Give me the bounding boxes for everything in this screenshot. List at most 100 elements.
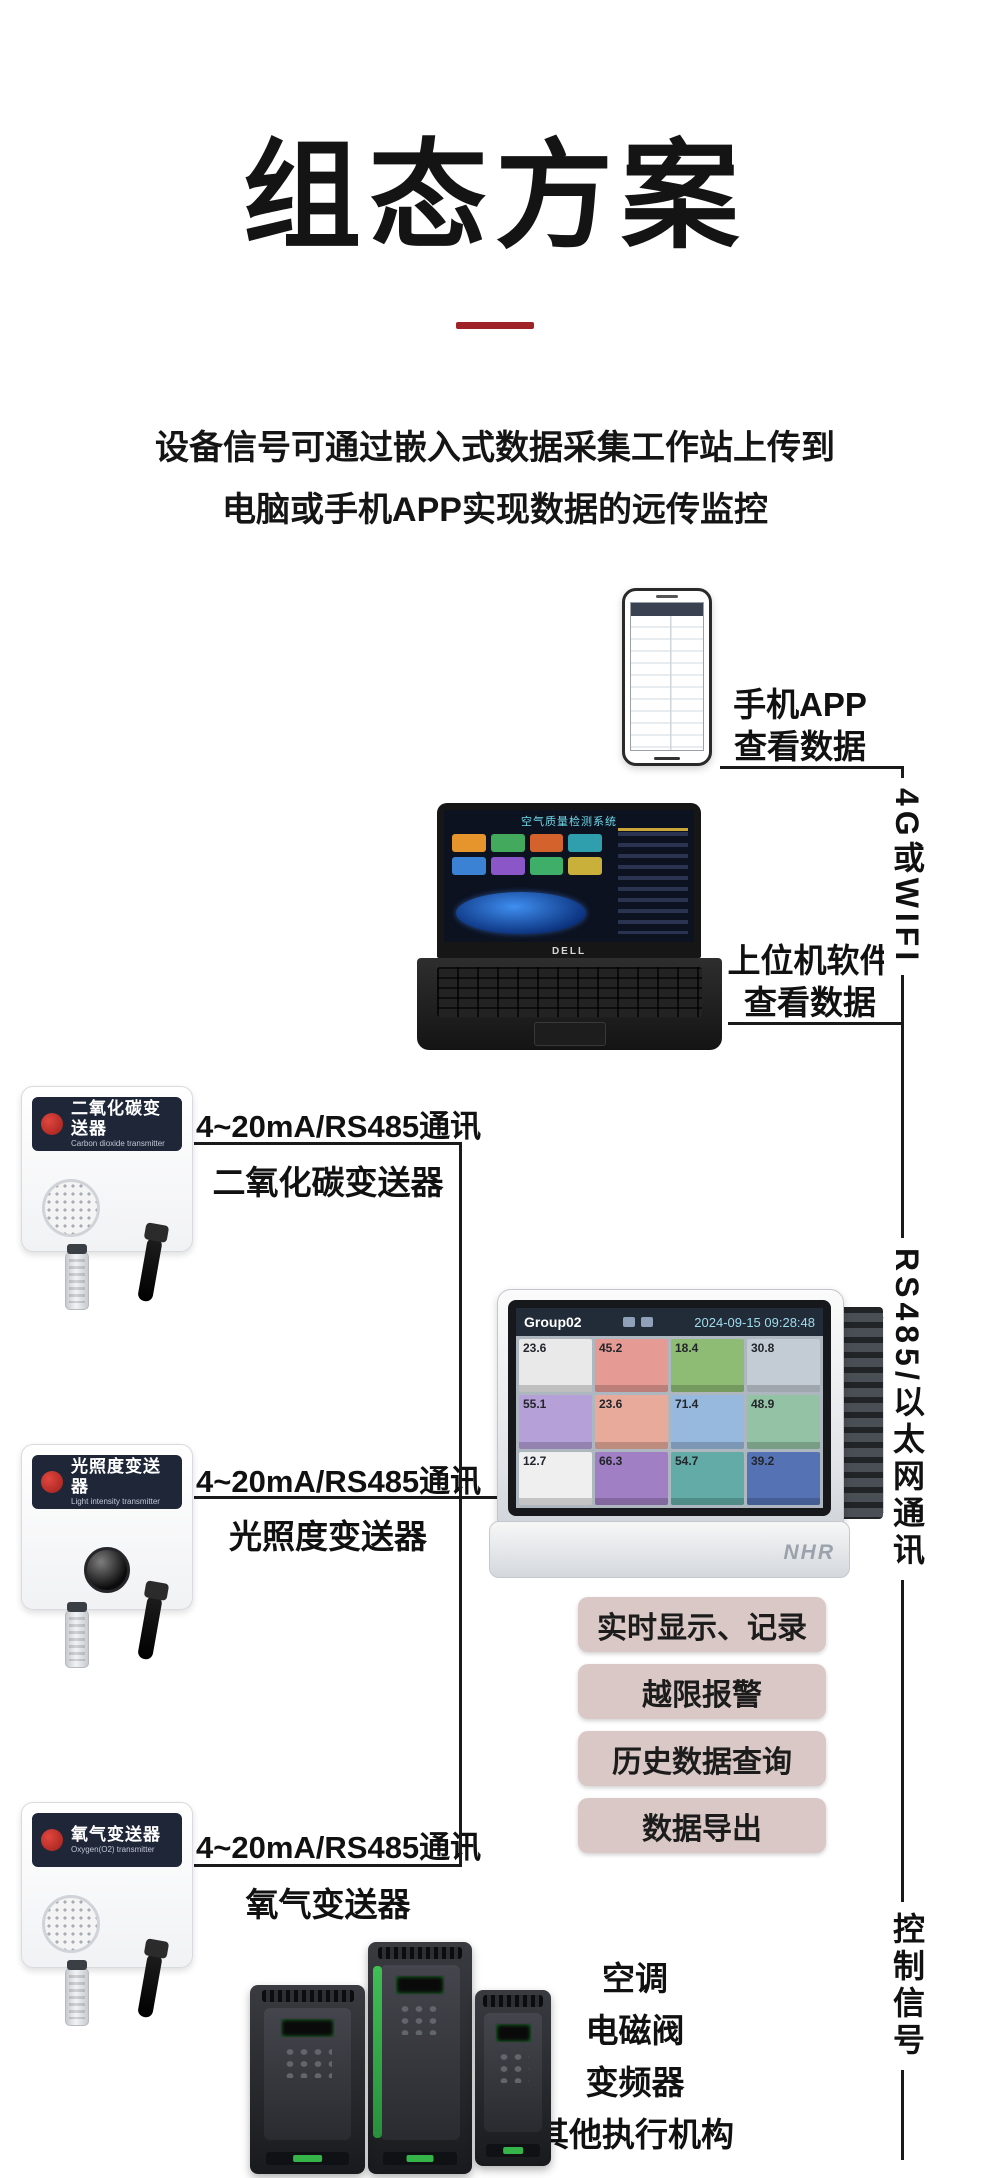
vfd-brand-strip: [382, 2152, 458, 2165]
laptop-mockup: 空气质量检测系统 DELL: [417, 803, 722, 1053]
channel-value: 54.7: [675, 1453, 699, 1468]
laptop-side-panel: [618, 828, 688, 934]
actuator-label-solenoid: 电磁阀: [585, 2012, 685, 2049]
sensor-housing: 氧气变送器 Oxygen(O2) transmitter: [21, 1802, 193, 1968]
vfd-face: [263, 2008, 352, 2140]
laptop-label-line1: 上位机软件: [727, 942, 893, 979]
vfd-display: [394, 1975, 446, 1995]
sensor-nameplate: 氧气变送器 Oxygen(O2) transmitter: [32, 1813, 182, 1867]
phone-screen: [630, 602, 704, 751]
phone-label-line1: 手机APP: [733, 686, 867, 723]
channel-tile: 54.7: [671, 1451, 744, 1505]
laptop-tile: [452, 834, 486, 852]
phone-home-bar: [654, 757, 680, 760]
laptop-brand-logo: DELL: [551, 946, 587, 957]
light-transmitter-image: 光照度变送器 Light intensity transmitter: [21, 1435, 193, 1684]
laptop-screen-title: 空气质量检测系统: [521, 816, 617, 828]
channel-tile: 30.8: [747, 1339, 820, 1393]
vfd-inverter-middle: [368, 1942, 472, 2174]
sensor-name-zh: 氧气变送器: [71, 1825, 161, 1844]
phone-app-header: [631, 603, 703, 616]
laptop-screen: 空气质量检测系统 DELL: [437, 803, 701, 958]
vfd-green-stripe: [373, 1966, 382, 2138]
sensor-name-en: Oxygen(O2) transmitter: [71, 1845, 155, 1854]
light-sensor-dome: [84, 1547, 130, 1593]
channel-value: 71.4: [675, 1397, 699, 1412]
display-mode-icon: [640, 1317, 653, 1327]
channel-value: 23.6: [599, 1397, 623, 1412]
vfd-keypad: [397, 2003, 443, 2035]
laptop-tile-grid: [452, 834, 602, 875]
co2-connector-line: [194, 1142, 462, 1145]
recorder-screen: Group02 2024-09-15 09:28:48 23.6 45.2 18…: [516, 1308, 823, 1508]
sensor-name-zh: 二氧化碳变送器: [71, 1099, 161, 1138]
sensor-name-en: Carbon dioxide transmitter: [71, 1139, 165, 1148]
actuator-label-vfd: 变频器: [585, 2064, 685, 2101]
vfd-keypad: [496, 2051, 530, 2083]
phone-label: 手机APP 查看数据: [715, 684, 885, 768]
channel-tile: 45.2: [595, 1339, 668, 1393]
data-recorder-image: Group02 2024-09-15 09:28:48 23.6 45.2 18…: [489, 1289, 891, 1578]
channel-tile: 12.7: [519, 1451, 592, 1505]
sensor-housing: 光照度变送器 Light intensity transmitter: [21, 1444, 193, 1610]
phone-mockup: [622, 588, 712, 766]
channel-value: 55.1: [523, 1397, 547, 1412]
recorder-base-plate: NHR: [489, 1521, 850, 1578]
vfd-brand-strip: [266, 2152, 349, 2165]
recorder-body: Group02 2024-09-15 09:28:48 23.6 45.2 18…: [497, 1289, 844, 1535]
phone-label-line2: 查看数据: [734, 728, 866, 765]
recorder-channel-grid: 23.6 45.2 18.4 30.8 55.1 23.6 71.4 48.9 …: [516, 1336, 823, 1508]
light-link-label: 4~20mA/RS485通讯: [196, 1464, 482, 1499]
vfd-face: [484, 2013, 542, 2132]
channel-value: 66.3: [599, 1453, 623, 1468]
channel-tile: 23.6: [595, 1395, 668, 1449]
channel-tile: 66.3: [595, 1451, 668, 1505]
feature-badge-realtime: 实时显示、记录: [578, 1597, 826, 1652]
brand-logo-icon: [41, 1471, 63, 1493]
menu-icon: [622, 1317, 635, 1327]
description-line-2: 电脑或手机APP实现数据的远传监控: [222, 491, 768, 529]
oxygen-link-label: 4~20mA/RS485通讯: [196, 1830, 482, 1865]
brand-logo-icon: [41, 1113, 63, 1135]
light-device-name: 光照度变送器: [229, 1518, 427, 1555]
laptop-base: [417, 958, 722, 1050]
channel-value: 48.9: [751, 1397, 775, 1412]
laptop-tile: [529, 834, 564, 852]
vfd-display: [279, 2018, 336, 2038]
vfd-brand-strip: [485, 2144, 541, 2157]
laptop-keyboard: [437, 967, 702, 1017]
recorder-bezel: Group02 2024-09-15 09:28:48 23.6 45.2 18…: [508, 1300, 831, 1516]
sensor-housing: 二氧化碳变送器 Carbon dioxide transmitter: [21, 1086, 193, 1252]
co2-link-label: 4~20mA/RS485通讯: [196, 1109, 482, 1144]
phone-data-table: [631, 616, 703, 750]
sensor-probe: [65, 1602, 89, 1668]
vfd-inverter-right: [475, 1990, 551, 2166]
channel-value: 45.2: [599, 1341, 623, 1355]
oxygen-transmitter-image: 氧气变送器 Oxygen(O2) transmitter: [21, 1793, 193, 2042]
actuator-label-other: 其他执行机构: [536, 2116, 734, 2153]
sensor-name-en: Light intensity transmitter: [71, 1497, 160, 1506]
phone-connector-line: [720, 766, 903, 769]
channel-tile: 23.6: [519, 1339, 592, 1393]
feature-badge-export: 数据导出: [578, 1798, 826, 1853]
channel-tile: 71.4: [671, 1395, 744, 1449]
vfd-inverter-left: [250, 1985, 365, 2174]
brand-logo-icon: [41, 1829, 63, 1851]
channel-value: 18.4: [675, 1341, 699, 1355]
sensor-mesh-vent: [42, 1895, 100, 1953]
channel-tile: 55.1: [519, 1395, 592, 1449]
vfd-keypad: [283, 2046, 332, 2078]
laptop-label-line2: 查看数据: [744, 984, 876, 1021]
channel-value: 39.2: [751, 1453, 775, 1468]
sensor-probe: [65, 1244, 89, 1310]
title-accent-dash: [456, 322, 534, 329]
bus-label-control-signal: 控制信号: [884, 1902, 930, 2070]
laptop-tile: [452, 857, 486, 875]
sensor-name-zh: 光照度变送器: [71, 1457, 161, 1496]
laptop-tile: [568, 834, 602, 852]
laptop-chart-ellipse: [456, 892, 586, 934]
sensor-mesh-vent: [42, 1179, 100, 1237]
channel-value: 23.6: [523, 1341, 547, 1355]
co2-device-name: 二氧化碳变送器: [212, 1164, 444, 1201]
